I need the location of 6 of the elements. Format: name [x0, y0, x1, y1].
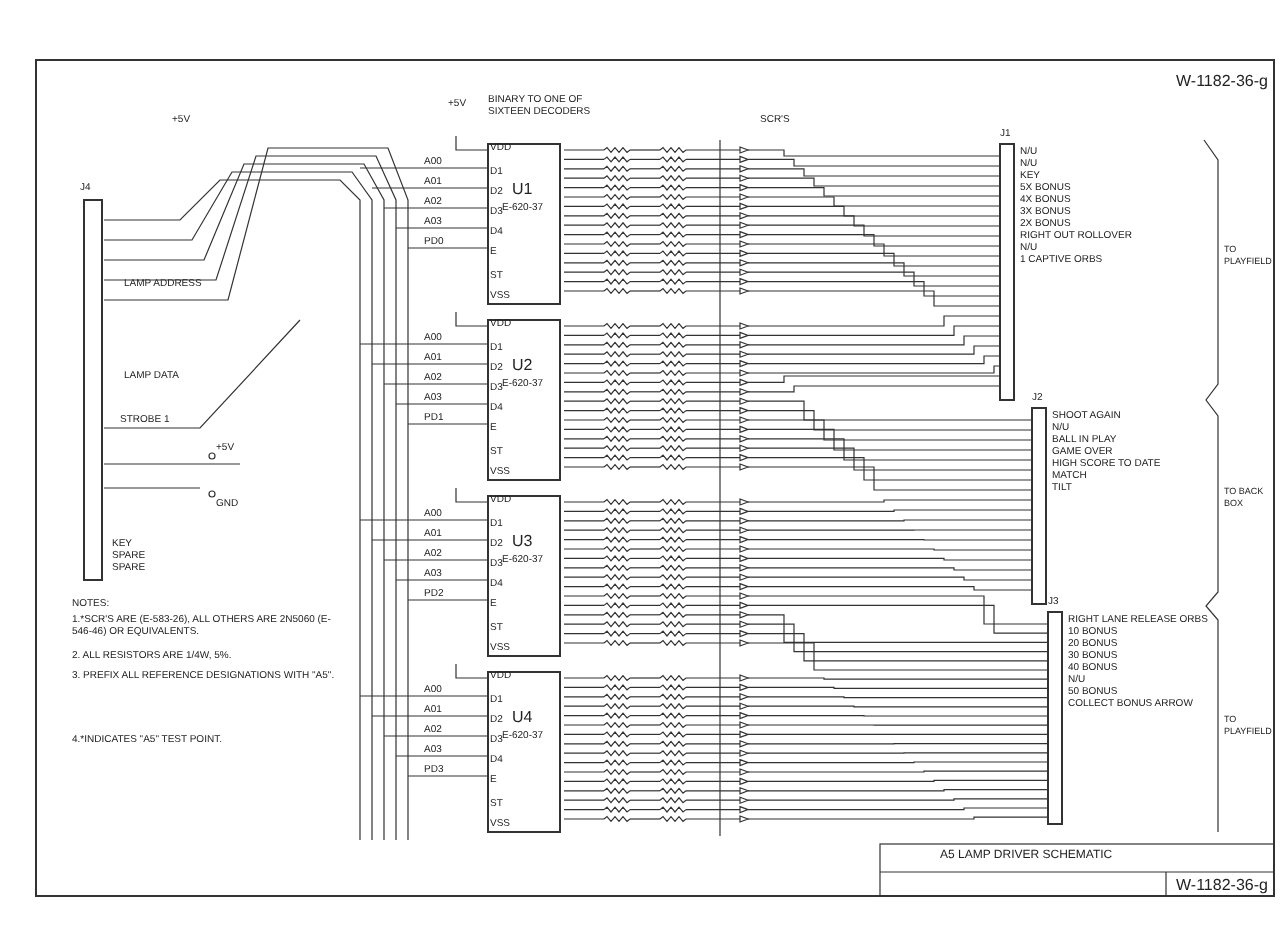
chip-designator: U3	[512, 532, 533, 550]
chip-designator: U2	[512, 356, 533, 374]
chip-designator: U1	[512, 180, 533, 198]
drawing-number: W-1182-36-g	[1176, 72, 1268, 90]
drawing-number: W-1182-36-g	[1176, 876, 1268, 894]
chip-designator: U4	[512, 708, 533, 726]
